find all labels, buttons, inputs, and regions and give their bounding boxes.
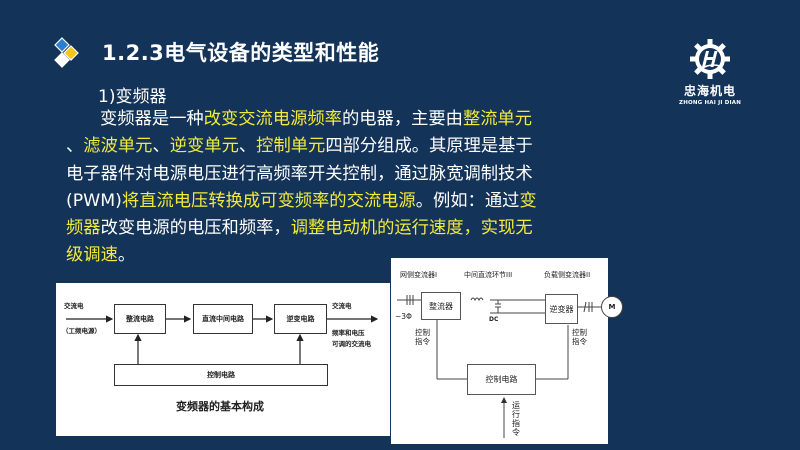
diamond-cluster-icon (54, 37, 79, 68)
highlighted-text: 频器 (66, 218, 101, 239)
body-text: 变频器是一种 (100, 109, 204, 129)
company-logo: 忠海机电 ZHONG HAI JI DIAN (672, 38, 748, 106)
label-load-side-converter: 负载侧变流器II (544, 271, 591, 279)
highlighted-text: 逆变单元 (169, 136, 239, 157)
body-text: 的电器，主要由 (341, 109, 463, 129)
body-text: 。例如：通过 (415, 190, 520, 211)
paragraph-line: 频器改变电源的电压和频率，调整电动机的运行速度，实现无 (66, 215, 566, 242)
body-text: 。 (117, 245, 136, 266)
label-run-command: 运行指令 (512, 401, 520, 437)
motor-icon: M (601, 296, 623, 318)
body-text: 四部分组成。其原理是基于 (325, 136, 533, 157)
body-text: (PWM) (66, 190, 122, 211)
body-text: 、 (66, 136, 84, 157)
highlighted-text: 将直流电压转换成可变频率的交流电源 (121, 190, 416, 211)
highlighted-text: 滤波单元 (83, 136, 153, 157)
output-label-ac: 交流电 (332, 302, 352, 310)
label-three-phase-input: ~3Φ (395, 312, 412, 321)
body-text: 电子器件对电源电压进行高频率开关控制，通过脉宽调制技术 (66, 163, 533, 184)
box-control-circuit-detail: 控制电路 (467, 364, 536, 395)
gear-h-logo-icon (690, 39, 730, 79)
box-rectifier-circuit: 整流电路 (114, 304, 166, 334)
paragraph-line: 变频器是一种改变交流电源频率的电器，主要由整流单元 (66, 106, 566, 133)
output-label-adjustable-ac: 可调的交流电 (332, 340, 371, 348)
diagram-basic-lines (66, 315, 379, 364)
input-label-ac: 交流电 (64, 302, 84, 310)
slide-title: 1.2.3电气设备的类型和性能 (102, 41, 380, 65)
diagram-caption: 变频器的基本构成 (176, 400, 264, 413)
box-inverter: 逆变器 (545, 294, 578, 324)
box-inverter-circuit: 逆变电路 (274, 304, 327, 334)
logo-name-en: ZHONG HAI JI DIAN (679, 100, 741, 106)
highlighted-text: 级调速 (66, 245, 118, 266)
paragraph-line: 、滤波单元、逆变单元、控制单元四部分组成。其原理是基于 (66, 133, 566, 160)
body-text: 改变电源的电压和频率， (100, 218, 291, 239)
highlighted-text: 变 (519, 190, 537, 211)
box-control-circuit: 控制电路 (114, 364, 328, 386)
logo-name-cn: 忠海机电 (683, 84, 736, 98)
highlighted-text: 改变交流电源频率 (203, 109, 342, 129)
label-dc-link: 中间直流环节III (464, 271, 513, 279)
highlighted-text: 控制单元 (256, 136, 326, 157)
body-paragraph: 变频器是一种改变交流电源频率的电器，主要由整流单元、滤波单元、逆变单元、控制单元… (66, 106, 566, 270)
diagram-detailed-lines (397, 295, 608, 438)
body-text: 、 (152, 136, 170, 157)
label-control-cmd-right: 控制指令 (572, 328, 587, 346)
label-control-cmd-left: 控制指令 (415, 328, 430, 346)
box-dc-intermediate-circuit: 直流中间电路 (193, 304, 253, 334)
input-label-mains: （工频电源） (62, 327, 101, 335)
label-dc: DC (489, 316, 499, 323)
motor-label: M (608, 303, 616, 311)
paragraph-line: 级调速。 (66, 242, 566, 269)
label-grid-side-converter: 网侧变流器I (400, 271, 438, 279)
diagram-basic-structure: 交流电 （工频电源） 整流电路 直流中间电路 逆变电路 交流电 频率和电压 可调… (56, 283, 390, 436)
box-rectifier: 整流器 (421, 292, 461, 320)
paragraph-line: 电子器件对电源电压进行高频率开关控制，通过脉宽调制技术 (66, 161, 566, 188)
paragraph-line: (PWM)将直流电压转换成可变频率的交流电源。例如：通过变 (66, 188, 566, 215)
subheading: 1)变频器 (98, 87, 167, 107)
highlighted-text: 整流单元 (462, 109, 533, 129)
highlighted-text: 调整电动机的运行速度，实现无 (290, 218, 533, 239)
diagram-detailed-structure: 网侧变流器I 中间直流环节III 负载侧变流器II 整流器 逆变器 DC ~3Φ… (391, 258, 623, 444)
body-text: 、 (238, 136, 257, 157)
output-label-freq-voltage: 频率和电压 (332, 329, 365, 337)
